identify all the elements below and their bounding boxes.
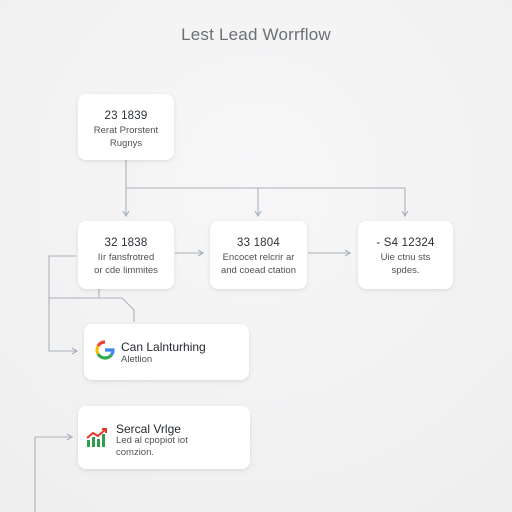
connector-into-trend [34, 433, 74, 512]
node-right-line2: spdes. [391, 265, 420, 276]
node-google-title: Can Lalnturhing [121, 340, 206, 354]
node-top[interactable]: 23 1839 Rerat Prorstent Rugnys [78, 94, 174, 160]
node-right-line1: Uie ctnu sts [380, 252, 431, 263]
node-trend[interactable]: Sercal Vrlge Led al cpopiot iot comzion. [78, 406, 250, 469]
node-trend-description: Led al cpopiot iot comzion. [116, 435, 188, 459]
node-google[interactable]: Can Lalnturhing Aletlion [84, 324, 249, 380]
node-top-line1: Rerat Prorstent [93, 125, 159, 136]
node-middle-number: 33 1804 [237, 237, 280, 249]
node-right-description: Uie ctnu sts spdes. [358, 251, 453, 277]
node-top-line2: Rugnys [109, 138, 143, 149]
node-left-line2: or cde limmites [94, 265, 158, 276]
node-trend-line2: comzion. [116, 447, 155, 458]
node-left-line1: Iìr fansfrotred [97, 252, 155, 263]
bar-chart-trend-icon [86, 428, 108, 450]
node-middle[interactable]: 33 1804 Encocet relcrir ar and coead cta… [210, 221, 307, 289]
node-right[interactable]: - S4 12324 Uie ctnu sts spdes. [358, 221, 453, 289]
node-left-number: 32 1838 [104, 237, 148, 249]
google-g-icon [94, 339, 116, 361]
node-right-number: - S4 12324 [376, 237, 435, 249]
node-trend-title: Sercal Vrlge [116, 422, 181, 436]
connector-inner-elbow [49, 297, 135, 322]
node-top-description: Rerat Prorstent Rugnys [78, 124, 174, 150]
node-left-description: Iìr fansfrotred or cde limmites [78, 251, 174, 277]
node-google-description: Aletlion [121, 354, 153, 365]
node-trend-line1: Led al cpopiot iot [116, 435, 188, 446]
node-left[interactable]: 32 1838 Iìr fansfrotred or cde limmites [78, 221, 174, 289]
node-top-number: 23 1839 [104, 110, 148, 122]
node-middle-line1: Encocet relcrir ar [222, 252, 295, 263]
page-title: Lest Lead Worrflow [181, 25, 331, 44]
node-middle-description: Encocet relcrir ar and coead ctation [210, 251, 307, 277]
node-middle-line2: and coead ctation [220, 265, 296, 276]
connector-loop-left [48, 255, 79, 355]
